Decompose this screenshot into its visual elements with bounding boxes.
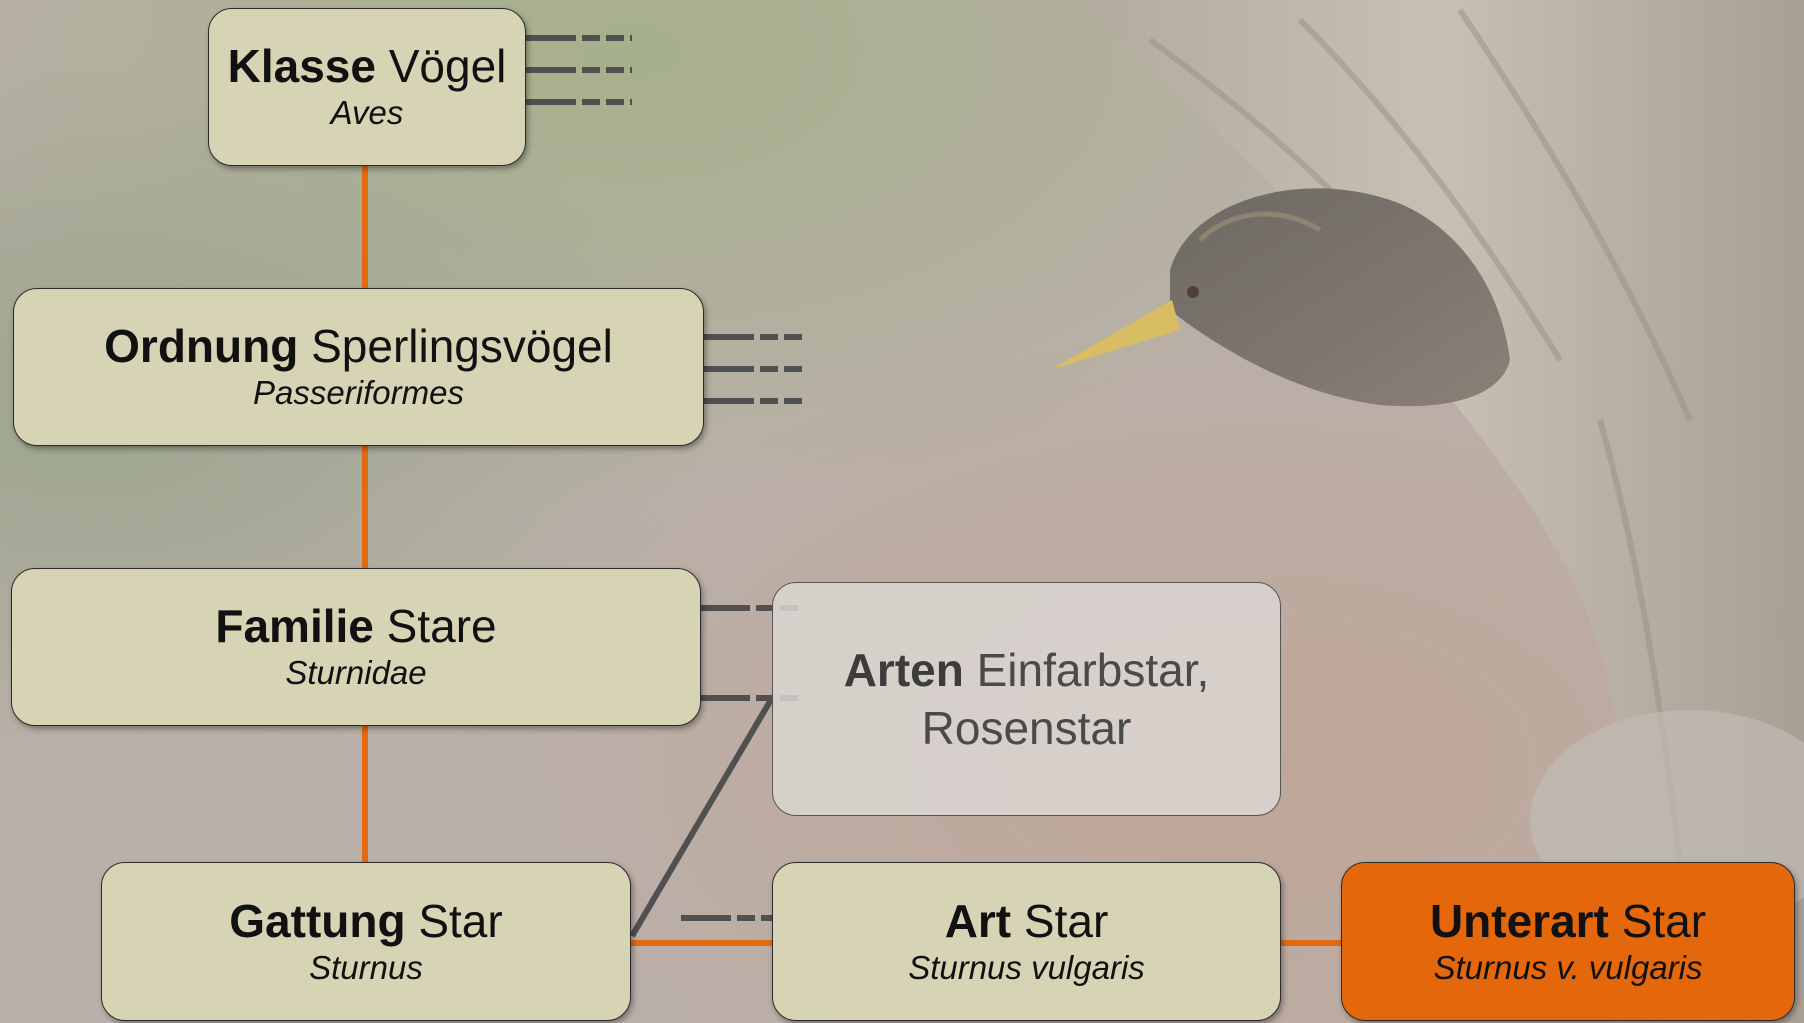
node-art[interactable]: Art Star Sturnus vulgaris <box>772 862 1281 1021</box>
node-unterart-latin: Sturnus v. vulgaris <box>1433 948 1703 986</box>
node-art-title: Art Star <box>945 895 1109 947</box>
node-gattung-latin: Sturnus <box>309 948 423 986</box>
node-gattung-title: Gattung Star <box>229 895 502 947</box>
node-ordnung-rank: Ordnung <box>104 320 299 372</box>
node-familie-title: Familie Stare <box>215 600 496 652</box>
node-familie-name: Stare <box>386 600 497 652</box>
connector-gattung-arten <box>629 696 775 938</box>
node-arten-rank: Arten <box>843 644 964 696</box>
node-ordnung-latin: Passeriformes <box>253 374 464 411</box>
node-ordnung[interactable]: Ordnung Sperlingsvögel Passeriformes <box>13 288 704 446</box>
node-klasse-rank: Klasse <box>227 40 376 92</box>
node-unterart[interactable]: Unterart Star Sturnus v. vulgaris <box>1341 862 1795 1021</box>
node-unterart-title: Unterart Star <box>1430 895 1706 947</box>
node-familie-latin: Sturnidae <box>285 654 427 691</box>
node-familie[interactable]: Familie Stare Sturnidae <box>11 568 701 726</box>
node-arten-name: Einfarbstar, <box>976 644 1210 696</box>
node-familie-rank: Familie <box>215 600 374 652</box>
node-arten-title: Arten Einfarbstar, <box>844 641 1210 699</box>
node-arten[interactable]: Arten Einfarbstar, Rosenstar <box>772 582 1281 816</box>
node-klasse-title: Klasse Vögel <box>228 40 507 92</box>
node-arten-name2: Rosenstar <box>921 702 1132 754</box>
node-unterart-rank: Unterart <box>1429 894 1609 947</box>
node-art-name: Star <box>1023 894 1109 947</box>
node-ordnung-title: Ordnung Sperlingsvögel <box>104 320 613 372</box>
node-gattung-rank: Gattung <box>229 894 406 947</box>
node-klasse-latin: Aves <box>330 94 404 131</box>
node-klasse[interactable]: Klasse Vögel Aves <box>208 8 526 166</box>
node-unterart-name: Star <box>1621 894 1707 947</box>
node-art-latin: Sturnus vulgaris <box>908 948 1145 986</box>
node-gattung[interactable]: Gattung Star Sturnus <box>101 862 631 1021</box>
node-klasse-name: Vögel <box>388 40 507 92</box>
node-art-rank: Art <box>944 894 1012 947</box>
node-gattung-name: Star <box>418 894 503 947</box>
node-ordnung-name: Sperlingsvögel <box>311 320 613 372</box>
